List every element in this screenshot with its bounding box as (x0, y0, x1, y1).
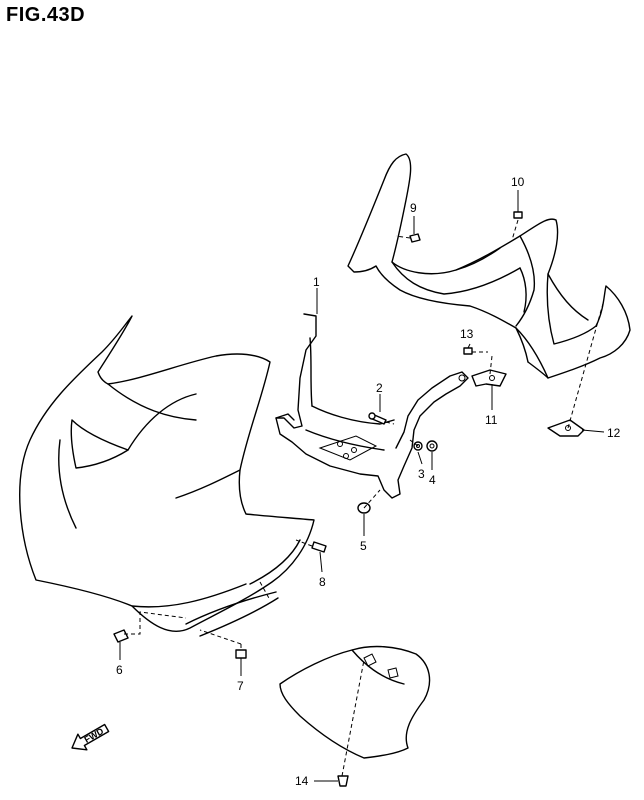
front-cowling[interactable] (19, 315, 315, 637)
callout-6: 6 (116, 663, 123, 677)
callout-8: 8 (319, 575, 326, 589)
callout-14: 14 (295, 774, 309, 788)
small-mounting-bracket[interactable] (471, 369, 507, 387)
assembly-line-9 (395, 235, 411, 239)
callout-13: 13 (460, 327, 474, 341)
under-cowling-panel[interactable] (279, 645, 431, 759)
leader-3 (417, 451, 423, 465)
washer-4[interactable] (426, 440, 438, 452)
screw-8[interactable] (311, 541, 327, 553)
bolt-14[interactable] (337, 775, 349, 787)
leader-13 (467, 343, 471, 349)
assembly-line-6 (124, 611, 187, 635)
assembly-line-12 (567, 299, 605, 429)
assembly-line-3 (409, 439, 419, 447)
callout-12: 12 (607, 426, 621, 440)
assembly-line-7 (199, 629, 242, 645)
callout-7: 7 (237, 679, 244, 693)
assembly-line-11 (489, 355, 493, 375)
screw-10[interactable] (513, 211, 523, 219)
leader-8 (319, 551, 323, 573)
nut-6[interactable] (113, 629, 129, 643)
inner-cowling-panel[interactable] (347, 153, 631, 379)
screw-7[interactable] (235, 644, 247, 659)
assembly-line-7b (259, 581, 271, 601)
callout-2: 2 (376, 381, 383, 395)
assembly-line-8 (295, 539, 313, 547)
assembly-line-14 (341, 659, 365, 777)
callout-10: 10 (511, 175, 525, 189)
assembly-line-2 (385, 421, 395, 425)
cowling-stay-bracket[interactable] (275, 313, 469, 499)
assembly-line-5 (363, 489, 381, 509)
screw-13[interactable] (463, 347, 473, 355)
assembly-line-10 (511, 219, 519, 241)
callout-1: 1 (313, 275, 320, 289)
bolt-2[interactable] (368, 412, 387, 425)
side-bracket[interactable] (547, 419, 585, 437)
callout-11: 11 (485, 413, 498, 427)
leader-12 (581, 429, 605, 433)
clip-9[interactable] (409, 233, 421, 243)
callout-5: 5 (360, 539, 367, 553)
callout-9: 9 (410, 201, 417, 215)
callout-4: 4 (429, 473, 436, 487)
forward-arrow-icon: FWD (71, 723, 110, 751)
callout-3: 3 (418, 467, 425, 481)
figure-title: FIG.43D (6, 4, 86, 26)
